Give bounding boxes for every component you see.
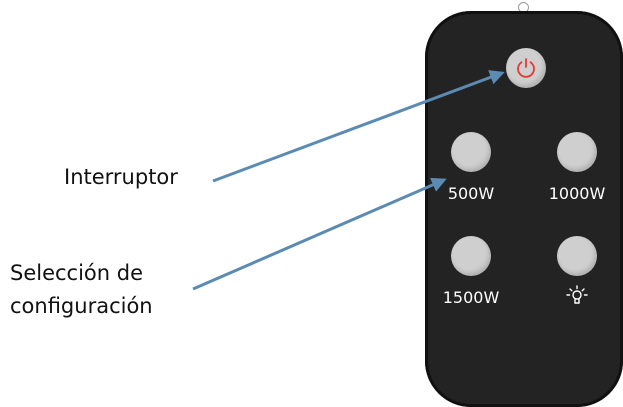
1000w-button[interactable] <box>557 132 597 172</box>
1500w-label: 1500W <box>442 288 500 307</box>
settings-callout-label: Selección de configuración <box>10 257 153 323</box>
power-button[interactable] <box>506 48 546 88</box>
power-callout-label: Interruptor <box>64 165 178 189</box>
settings-callout-line-2: configuración <box>10 294 153 318</box>
1000w-label: 1000W <box>548 184 606 203</box>
settings-callout-arrow <box>192 177 447 291</box>
power-icon <box>517 58 535 78</box>
1500w-button[interactable] <box>451 236 491 276</box>
light-bulb-icon <box>566 285 588 304</box>
settings-callout-line-1: Selección de <box>10 261 144 285</box>
power-callout-arrow <box>212 70 505 183</box>
light-button[interactable] <box>557 236 597 276</box>
500w-label: 500W <box>447 184 495 203</box>
500w-button[interactable] <box>451 132 491 172</box>
